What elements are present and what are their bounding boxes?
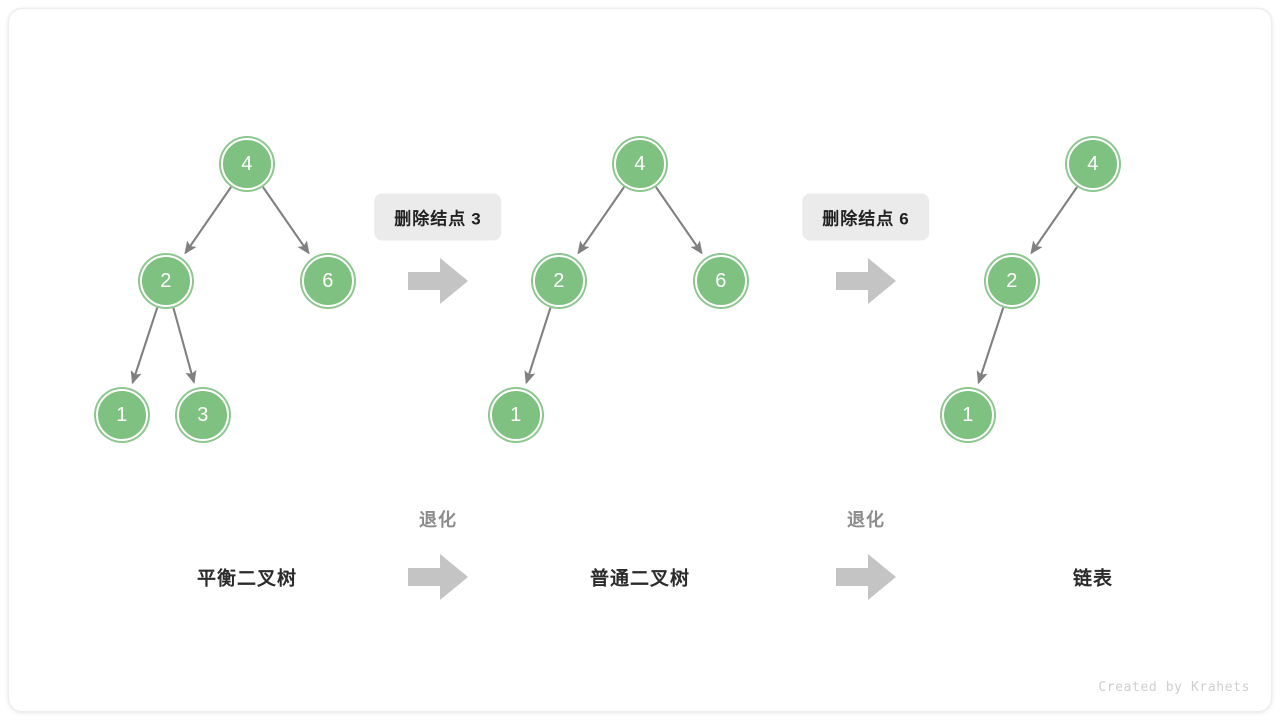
tree-edge [976, 307, 1005, 385]
tree-node-value: 4 [1087, 153, 1099, 175]
degenerate-label: 退化 [419, 510, 457, 530]
tree-edge [524, 307, 552, 385]
tree-node-value: 1 [510, 404, 522, 426]
diagram-card [8, 8, 1272, 712]
credit-text: Created by Krahets [1098, 680, 1250, 695]
tree-node-value: 2 [553, 270, 565, 292]
tree-node: 4 [221, 138, 273, 190]
tree-edge [172, 307, 197, 384]
tree-edge [130, 307, 159, 385]
tree-node: 4 [614, 138, 666, 190]
tree-node-value: 2 [1006, 270, 1018, 292]
degenerate-label: 退化 [847, 510, 885, 530]
tree-node: 6 [302, 255, 354, 307]
tree-node: 3 [177, 389, 229, 441]
stage-caption: 普通二叉树 [589, 568, 691, 590]
degenerate-arrow-icon [834, 551, 898, 603]
delete-node-chip-label: 删除结点 [394, 209, 467, 229]
tree-node: 6 [695, 255, 747, 307]
tree-node: 1 [490, 389, 542, 441]
tree-edge [577, 186, 625, 255]
tree-node-value: 2 [160, 270, 172, 292]
transition-arrow-icon [406, 255, 470, 307]
tree-node: 1 [96, 389, 148, 441]
tree-edge [262, 186, 310, 255]
stage-caption: 平衡二叉树 [196, 568, 298, 590]
tree-node-value: 1 [116, 404, 128, 426]
tree-node-value: 3 [197, 404, 209, 426]
degenerate-arrow-icon [406, 551, 470, 603]
delete-node-chip-value: 6 [899, 209, 910, 229]
tree-edge [655, 186, 703, 255]
tree-node-value: 4 [634, 153, 646, 175]
tree-node-value: 6 [715, 270, 727, 292]
tree-node: 1 [942, 389, 994, 441]
tree-node: 2 [140, 255, 192, 307]
tree-edge [184, 186, 232, 255]
delete-node-chip-label: 删除结点 [822, 209, 895, 229]
tree-node: 2 [533, 255, 585, 307]
delete-node-chip-value: 3 [471, 209, 482, 229]
tree-node: 4 [1067, 138, 1119, 190]
tree-node-value: 6 [322, 270, 334, 292]
tree-node: 2 [986, 255, 1038, 307]
stage-caption: 链表 [1072, 568, 1114, 590]
tree-node-value: 4 [241, 153, 253, 175]
tree-node-value: 1 [962, 404, 974, 426]
transition-arrow-icon [834, 255, 898, 307]
tree-edge [1030, 186, 1078, 255]
